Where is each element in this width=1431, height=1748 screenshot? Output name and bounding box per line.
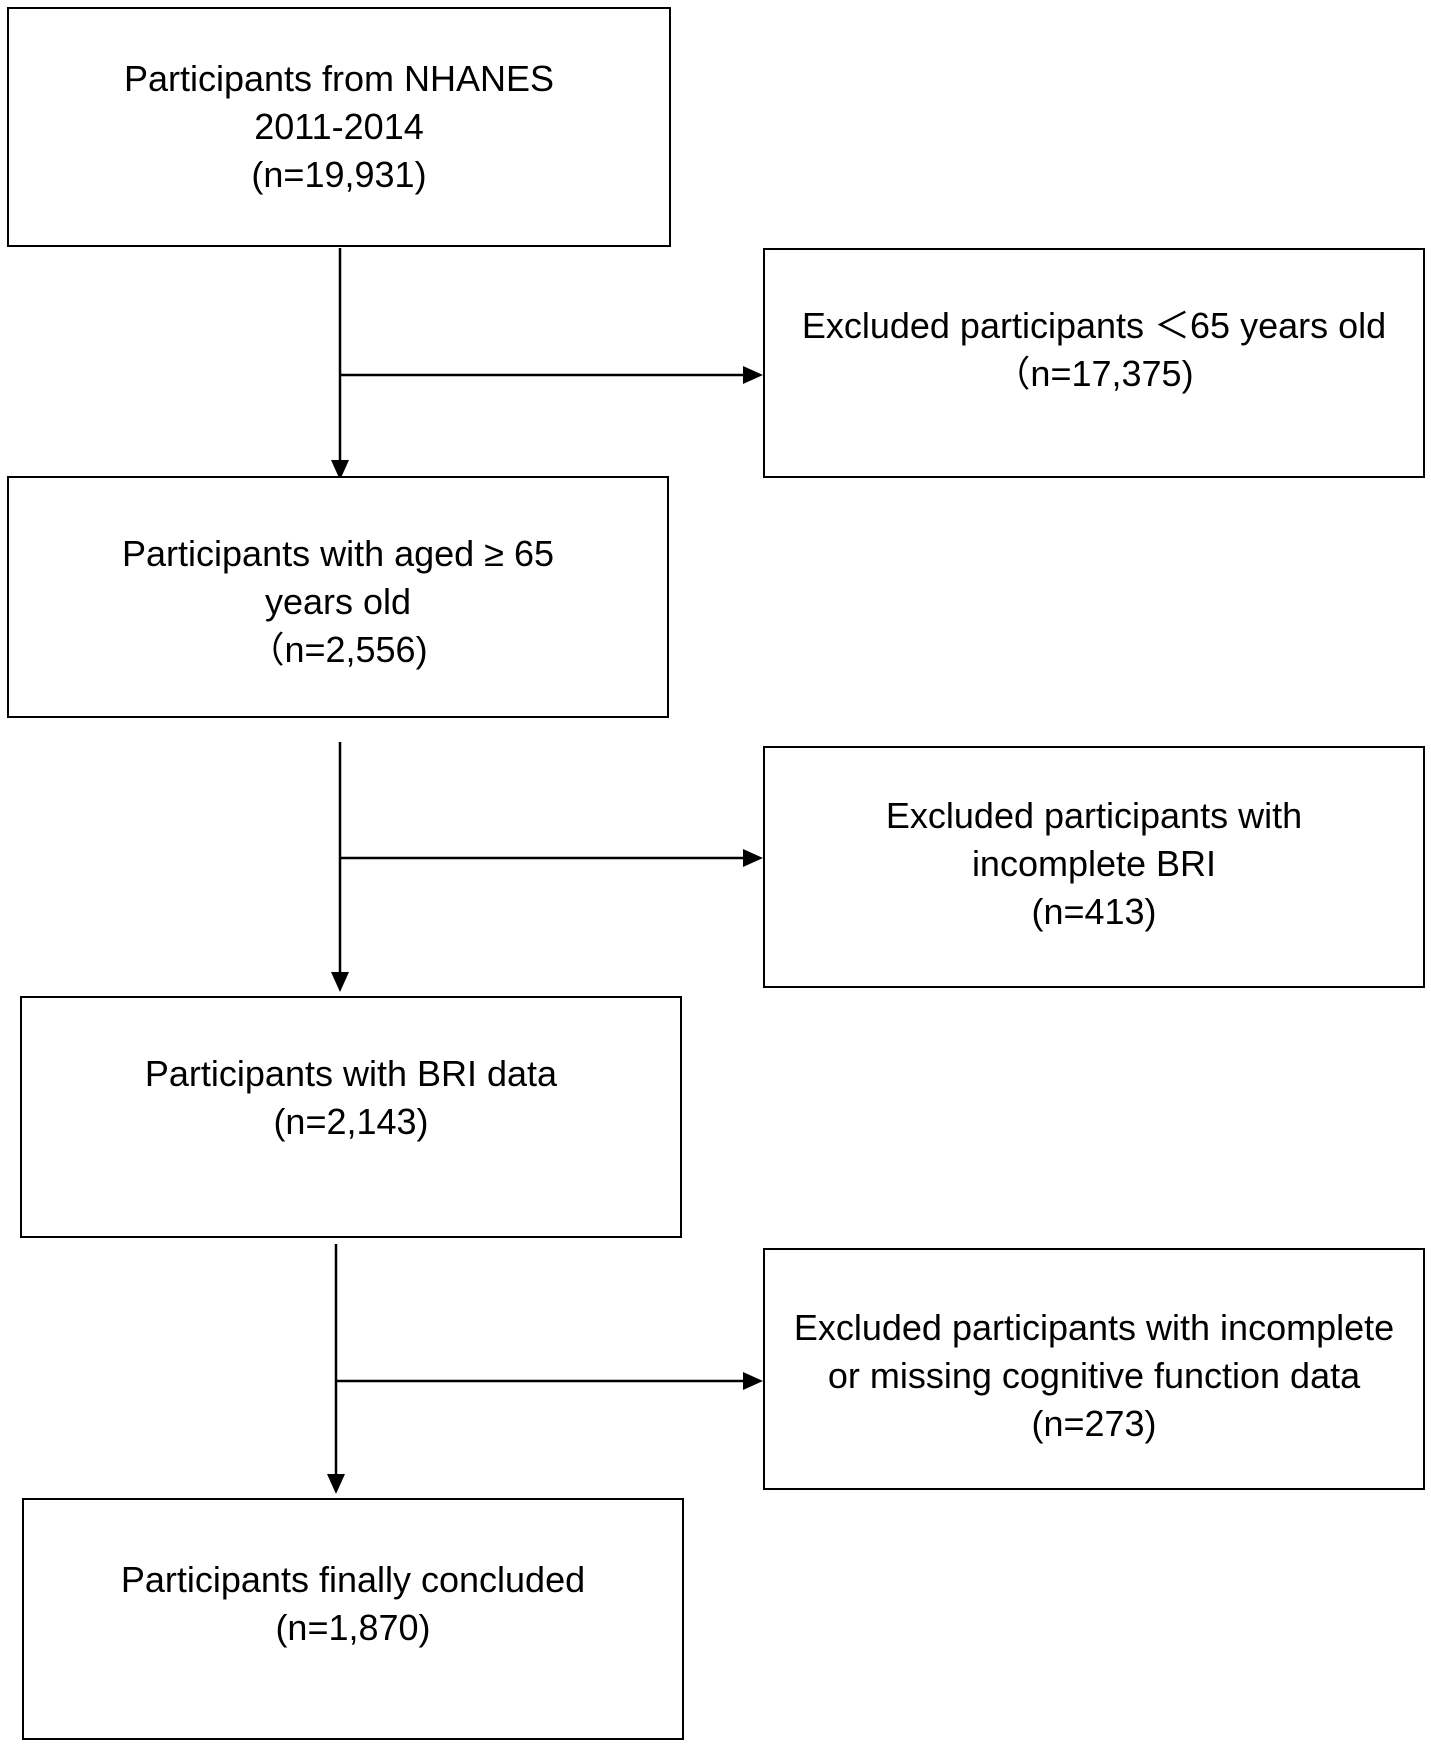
- box-excl-age-line-2: （n=17,375): [994, 353, 1194, 394]
- box-excluded-under-65: Excluded participants ＜65 years old （n=1…: [763, 248, 1425, 478]
- box-aged-line-2: years old: [264, 581, 412, 622]
- box-excl-bri-line-1: Excluded participants with: [885, 795, 1303, 836]
- box-nhanes-line-3: (n=19,931): [251, 154, 427, 195]
- box-bri-data: Participants with BRI data (n=2,143): [20, 996, 682, 1238]
- box-bri-line-1: Participants with BRI data: [144, 1053, 558, 1094]
- box-finally-concluded: Participants finally concluded (n=1,870): [22, 1498, 684, 1740]
- box-excl-age-line-1: Excluded participants ＜65 years old: [801, 305, 1387, 346]
- box-nhanes-line-1: Participants from NHANES: [123, 58, 555, 99]
- box-excl-bri-line-2: incomplete BRI: [971, 843, 1217, 884]
- arrowhead-down-3: [327, 1474, 345, 1494]
- arrowhead-right-1: [743, 366, 763, 384]
- box-excl-cog-line-3: (n=273): [1031, 1403, 1157, 1444]
- box-bri-line-2: (n=2,143): [273, 1101, 429, 1142]
- box-excl-cog-line-1: Excluded participants with incomplete: [793, 1307, 1395, 1348]
- box-aged-line-3: （n=2,556): [248, 629, 428, 670]
- arrowhead-down-1: [331, 460, 349, 480]
- box-final-line-1: Participants finally concluded: [120, 1559, 586, 1600]
- box-nhanes-participants: Participants from NHANES 2011-2014 (n=19…: [7, 7, 671, 247]
- arrowhead-right-3: [743, 1372, 763, 1390]
- box-excluded-cognitive: Excluded participants with incomplete or…: [763, 1248, 1425, 1490]
- box-aged-line-1: Participants with aged ≥ 65: [122, 533, 554, 574]
- box-excl-cog-line-2: or missing cognitive function data: [827, 1355, 1361, 1396]
- arrowhead-down-2: [331, 972, 349, 992]
- box-excl-bri-line-3: (n=413): [1031, 891, 1157, 932]
- box-aged-65-plus: Participants with aged ≥ 65 years old （n…: [7, 476, 669, 718]
- box-nhanes-line-2: 2011-2014: [254, 106, 424, 147]
- box-excluded-incomplete-bri: Excluded participants with incomplete BR…: [763, 746, 1425, 988]
- arrowhead-right-2: [743, 849, 763, 867]
- box-final-line-2: (n=1,870): [275, 1607, 431, 1648]
